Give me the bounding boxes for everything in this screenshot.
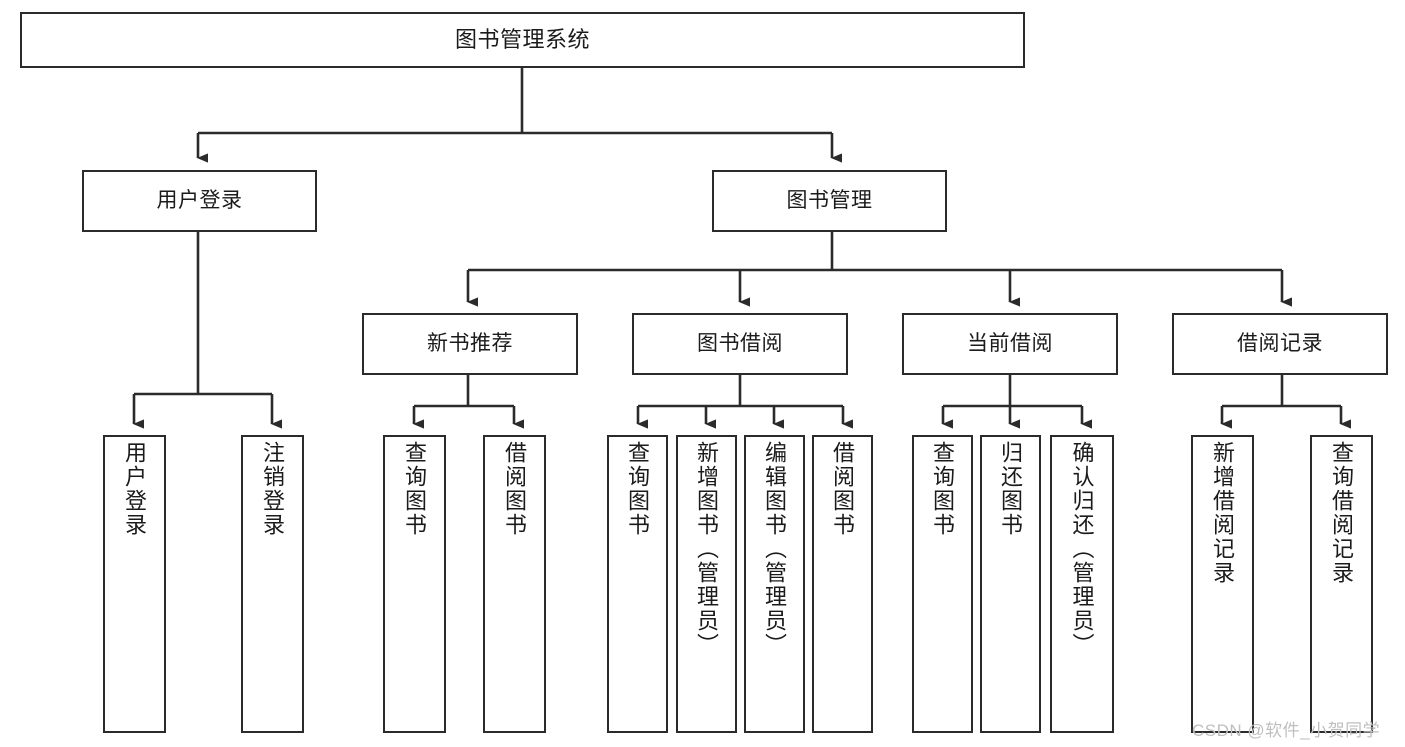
leaf-user-login-login[interactable]: 用户登录 [103, 435, 166, 733]
node-current-borrow[interactable]: 当前借阅 [902, 313, 1118, 375]
node-label: 新增借阅记录 [1210, 441, 1236, 585]
node-label: 编辑图书（管理员） [762, 441, 788, 657]
node-label: 借阅图书 [830, 441, 856, 537]
node-label: 当前借阅 [967, 331, 1053, 355]
node-label: 确认归还（管理员） [1069, 441, 1095, 657]
leaf-recommend-borrow-book[interactable]: 借阅图书 [483, 435, 546, 733]
leaf-borrow-borrow-book[interactable]: 借阅图书 [812, 435, 873, 733]
node-label: 查询图书 [402, 441, 428, 537]
node-borrow-record[interactable]: 借阅记录 [1172, 313, 1388, 375]
leaf-recommend-query-book[interactable]: 查询图书 [383, 435, 446, 733]
node-label: 图书管理系统 [454, 27, 590, 53]
leaf-current-confirm-return-admin[interactable]: 确认归还（管理员） [1050, 435, 1114, 733]
node-label: 借阅记录 [1237, 331, 1323, 355]
node-label: 查询图书 [625, 441, 651, 537]
leaf-current-return-book[interactable]: 归还图书 [980, 435, 1041, 733]
leaf-borrow-edit-book-admin[interactable]: 编辑图书（管理员） [744, 435, 805, 733]
node-label: 借阅图书 [502, 441, 528, 537]
node-label: 新增图书（管理员） [694, 441, 720, 657]
node-label: 用户登录 [122, 441, 148, 537]
leaf-borrow-add-book-admin[interactable]: 新增图书（管理员） [676, 435, 737, 733]
node-root-system[interactable]: 图书管理系统 [20, 12, 1025, 68]
leaf-record-query-record[interactable]: 查询借阅记录 [1310, 435, 1373, 733]
leaf-user-login-logout[interactable]: 注销登录 [241, 435, 304, 733]
leaf-record-add-record[interactable]: 新增借阅记录 [1191, 435, 1254, 733]
leaf-borrow-query-book[interactable]: 查询图书 [607, 435, 668, 733]
node-label: 归还图书 [998, 441, 1024, 537]
node-user-login[interactable]: 用户登录 [82, 170, 317, 232]
node-label: 注销登录 [260, 441, 286, 537]
node-label: 用户登录 [156, 188, 243, 212]
node-label: 查询借阅记录 [1329, 441, 1355, 585]
node-new-book-recommend[interactable]: 新书推荐 [362, 313, 578, 375]
node-book-management[interactable]: 图书管理 [712, 170, 947, 232]
node-label: 查询图书 [930, 441, 956, 537]
node-label: 图书借阅 [697, 331, 783, 355]
node-book-borrow[interactable]: 图书借阅 [632, 313, 848, 375]
leaf-current-query-book[interactable]: 查询图书 [912, 435, 973, 733]
node-label: 图书管理 [786, 188, 873, 212]
node-label: 新书推荐 [427, 331, 513, 355]
